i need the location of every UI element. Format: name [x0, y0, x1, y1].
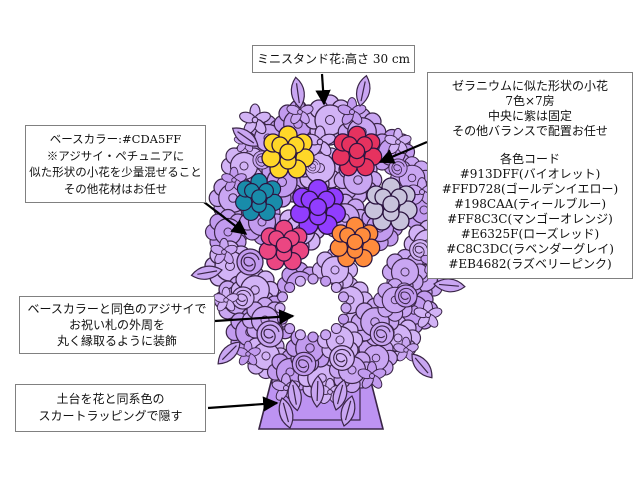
callout-line: スカートラッピングで隠す [38, 409, 183, 423]
callout-height: ミニスタンド花:高さ 30 cm [252, 45, 415, 73]
callout-line: その他バランスで配置お任せ [452, 124, 608, 138]
card-opening [281, 280, 345, 336]
color-code: #FFD728(ゴールデンイエロー) [441, 182, 619, 196]
callout-line: 7色×7房 [505, 94, 555, 108]
flower-cluster-golden-yellow [261, 125, 315, 179]
flower-rose-doodle [394, 284, 418, 308]
card-ring-floret [320, 329, 332, 341]
blank-line [429, 139, 631, 152]
flower-rose-doodle [291, 351, 317, 377]
arrow-skirt-wrapping [207, 396, 279, 412]
arrow-flower-colors [378, 140, 428, 164]
callout-line: その他花材はお任せ [63, 181, 168, 196]
color-code: #EB4682(ラズベリーピンク) [448, 257, 612, 271]
flower-cluster-rose-red [331, 125, 383, 177]
card-ring-floret [307, 331, 319, 343]
callout-line: 似た形状の小花を少量混ぜること [29, 165, 202, 179]
callout-line: 丸く縁取るように装飾 [56, 334, 177, 348]
callout-line: お祝い札の外周を [68, 318, 165, 332]
callout-line: 土台を花と同系色の [56, 392, 165, 406]
card-ring-floret [337, 291, 349, 303]
color-codes-heading: 各色コード [499, 152, 560, 166]
card-ring-floret [284, 281, 296, 293]
color-code: #FF8C3C(マンゴーオレンジ) [447, 212, 613, 226]
callout-flower-colors: ゼラニウムに似た形状の小花 7色×7房 中央に紫は固定 その他バランスで配置お任… [427, 72, 633, 279]
callout-line: 中央に紫は固定 [487, 109, 572, 123]
card-ring-floret [330, 281, 342, 293]
flower-cluster-mango-orange [329, 216, 381, 268]
card-ring-floret [337, 313, 349, 325]
flower-clusters [235, 125, 418, 271]
color-code: #198CAA(ティールブルー) [453, 197, 607, 211]
callout-skirt-wrapping: 土台を花と同系色の スカートラッピングで隠す [15, 384, 206, 432]
card-ring-floret [320, 275, 332, 287]
callout-line: ※アジサイ・ペチュニアに [46, 148, 185, 163]
callout-line: ゼラニウムに似た形状の小花 [451, 79, 608, 93]
flower-cluster-raspberry-pink [258, 219, 310, 271]
color-code: #C8C3DC(ラベンダーグレイ) [446, 242, 614, 256]
flower-rose-doodle [388, 158, 408, 178]
flower-cluster-teal-blue [235, 173, 283, 221]
card-ring-floret [307, 273, 319, 285]
callout-line: ミニスタンド花:高さ 30 cm [256, 52, 411, 66]
card-ring-floret [277, 291, 289, 303]
bouquet-foliage [189, 73, 467, 431]
callout-line: ベースカラーと同色のアジサイで [27, 302, 207, 316]
callout-base-color: ベースカラー:#CDA5FF ※アジサイ・ペチュニアに 似た形状の小花を少量混ぜ… [25, 125, 206, 203]
card-hole [274, 273, 352, 343]
flower-rose-doodle [329, 345, 355, 371]
card-ring-floret [330, 323, 342, 335]
callout-card-decoration: ベースカラーと同色のアジサイで お祝い札の外周を 丸く縁取るように装飾 [19, 296, 215, 354]
flower-rose-doodle [369, 321, 395, 347]
flower-cluster-violet [290, 179, 346, 235]
color-code: #E6325F(ローズレッド) [460, 227, 600, 241]
color-code: #913DFF(バイオレット) [459, 167, 601, 181]
flower-cluster-lavender-gray [364, 177, 418, 231]
card-ring-floret [340, 302, 352, 314]
card-ring-floret [294, 275, 306, 287]
card-ring-floret [274, 302, 286, 314]
flower-leaf-doodle [406, 349, 438, 383]
flower-rose-doodle [256, 320, 284, 348]
card-ring-floret [284, 323, 296, 335]
arrow-card-decoration [214, 309, 295, 325]
arrow-height [315, 73, 331, 106]
card-ring-floret [294, 329, 306, 341]
callout-line: ベースカラー:#CDA5FF [49, 132, 182, 146]
